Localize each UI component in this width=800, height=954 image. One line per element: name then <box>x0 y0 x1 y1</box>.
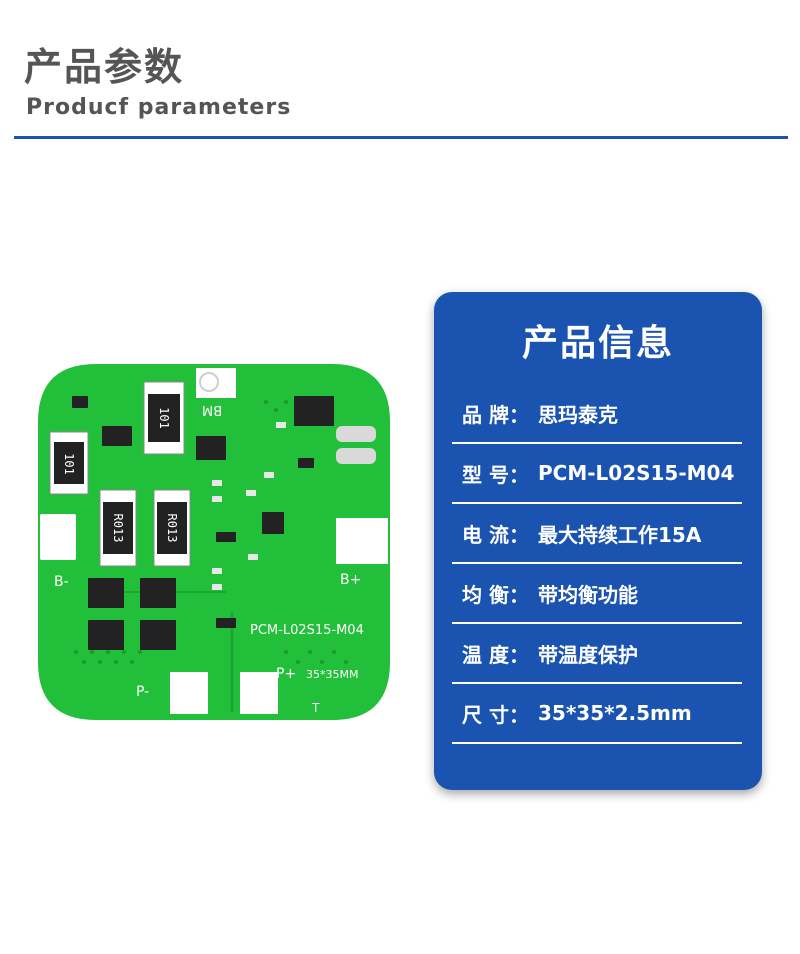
silk-size: 35*35MM <box>306 668 358 681</box>
pad-left <box>40 514 76 560</box>
label-r013-a: R013 <box>111 514 125 543</box>
info-row-value: PCM-L02S15-M04 <box>538 461 735 485</box>
info-row-temperature: 温 度： 带温度保护 <box>452 624 742 684</box>
silk-p-plus: P+ <box>276 666 296 682</box>
info-row-model: 型 号： PCM-L02S15-M04 <box>452 444 742 504</box>
info-row-value: 带均衡功能 <box>538 582 638 607</box>
info-row-label: 尺 寸： <box>462 702 529 727</box>
silk-t: T <box>311 701 320 715</box>
pad-p-minus <box>170 672 208 714</box>
page-title-en: Producf parameters <box>26 95 292 120</box>
silk-b-minus: B- <box>54 574 69 590</box>
info-row-balance: 均 衡： 带均衡功能 <box>452 564 742 624</box>
info-row-size: 尺 寸： 35*35*2.5mm <box>452 684 742 744</box>
silk-p-minus: P- <box>136 684 149 700</box>
info-row-value: 思玛泰克 <box>538 402 618 427</box>
pcb-board <box>38 364 390 720</box>
info-row-value: 最大持续工作15A <box>538 522 702 547</box>
chip-q1 <box>88 578 124 608</box>
page-title-cn: 产品参数 <box>24 45 185 89</box>
silk-model: PCM-L02S15-M04 <box>250 623 364 638</box>
card-title: 产品信息 <box>521 323 674 364</box>
info-row-value: 35*35*2.5mm <box>538 701 692 725</box>
label-101-left: 101 <box>62 453 76 475</box>
chip-q3 <box>88 620 124 650</box>
info-row-label: 品 牌： <box>462 402 529 427</box>
info-row-current: 电 流： 最大持续工作15A <box>452 504 742 564</box>
header-divider <box>14 136 788 139</box>
info-row-label: 均 衡： <box>462 582 529 607</box>
chip-q2 <box>140 578 176 608</box>
info-row-label: 型 号： <box>462 462 529 487</box>
label-101-top: 101 <box>157 407 171 429</box>
info-row-label: 温 度： <box>462 642 529 667</box>
product-info-card: 产品信息 品 牌： 思玛泰克 型 号： PCM-L02S15-M04 电 流： … <box>434 292 762 790</box>
pad-p-plus <box>240 672 278 714</box>
product-image: 101 101 R013 R013 <box>36 362 392 722</box>
silk-b-plus: B+ <box>340 572 361 588</box>
info-row-brand: 品 牌： 思玛泰克 <box>452 384 742 444</box>
chip-q4 <box>140 620 176 650</box>
silk-bm: BM <box>202 402 222 417</box>
label-r013-b: R013 <box>165 514 179 543</box>
pad-right <box>336 518 388 564</box>
info-row-value: 带温度保护 <box>538 642 638 667</box>
info-row-label: 电 流： <box>462 522 529 547</box>
